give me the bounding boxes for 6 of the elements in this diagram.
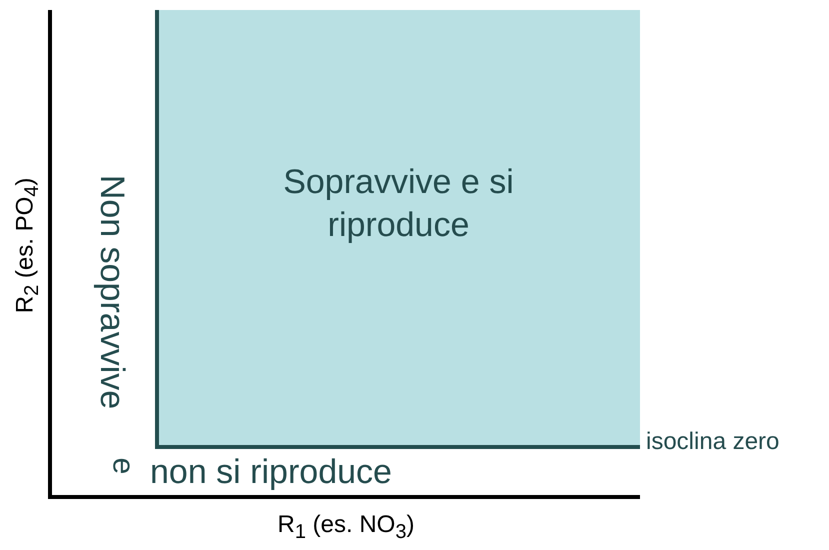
curve-label: isoclina zero	[646, 430, 780, 454]
axis-title: R$_{1}$ (es. NO$_{3}$)	[278, 512, 414, 542]
region-label: non si riproduce	[150, 455, 392, 489]
region-label: Sopravvive e si riproduce	[282, 162, 515, 246]
region-label: Non sopravvive	[95, 174, 130, 410]
region-label: e	[106, 458, 137, 474]
